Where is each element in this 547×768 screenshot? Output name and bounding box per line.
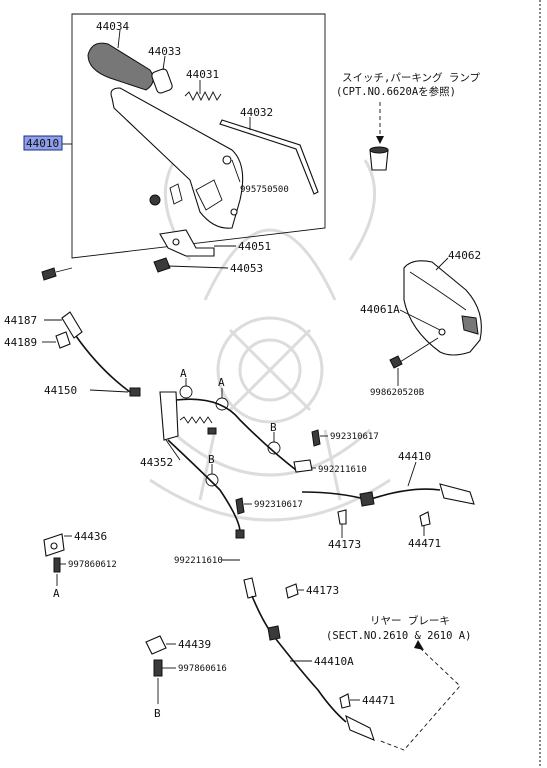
callout-44051: 44051 bbox=[238, 240, 271, 253]
callout-44031: 44031 bbox=[186, 68, 219, 81]
callout-44053: 44053 bbox=[230, 262, 263, 275]
rear-cable-44410-part: 44410 44173 44471 bbox=[301, 450, 475, 551]
ref-letter-b2: B bbox=[208, 453, 215, 466]
callout-997860616: 997860616 bbox=[178, 664, 227, 674]
release-rod-part: 44032 bbox=[219, 106, 319, 195]
ref-letter-a1: A bbox=[180, 367, 187, 380]
callout-44173-a: 44173 bbox=[328, 538, 361, 551]
callout-44010-label: 44010 bbox=[26, 137, 59, 150]
fastener-lower-group: 992310617 992211610 bbox=[174, 497, 303, 566]
screw-998620520B-part: 998620520B bbox=[370, 337, 439, 398]
callout-992211610-a: 992211610 bbox=[318, 465, 367, 475]
callout-44410: 44410 bbox=[398, 450, 431, 463]
pin-995750500-part: 995750500 bbox=[231, 159, 289, 195]
console-cover-part: 44062 44061A bbox=[360, 249, 482, 356]
ref-letter-b1: B bbox=[270, 421, 277, 434]
parking-lamp-switch-note: スイッチ,パーキング ランプ (CPT.NO.6620Aを参照) bbox=[336, 71, 481, 171]
ref-letter-a2: A bbox=[218, 376, 225, 389]
callout-44410A: 44410A bbox=[314, 655, 354, 668]
callout-44034: 44034 bbox=[96, 20, 129, 33]
callout-44471-b: 44471 bbox=[362, 694, 395, 707]
lever-grip-part: 44034 bbox=[87, 20, 154, 91]
brake-note-line2: (SECT.NO.2610 & 2610 A) bbox=[326, 630, 471, 642]
rear-cable-44410A-part: 44410A 44173 44471 bbox=[243, 577, 395, 741]
callout-44033: 44033 bbox=[148, 45, 181, 58]
rear-cable-connections: A A B B bbox=[167, 367, 297, 539]
callout-992310617-a: 992310617 bbox=[330, 432, 379, 442]
callout-44061A: 44061A bbox=[360, 303, 400, 316]
callout-44189: 44189 bbox=[4, 336, 37, 349]
fastener-upper-group: 992310617 992211610 bbox=[293, 429, 379, 475]
release-spring-part: 44031 bbox=[184, 68, 222, 102]
bolt-44053-part: 44053 bbox=[153, 257, 263, 275]
front-cable-part: 44187 44189 44150 bbox=[4, 311, 141, 397]
callout-997860612: 997860612 bbox=[68, 560, 117, 570]
ratchet-bracket-part: 44051 bbox=[159, 229, 271, 257]
callout-44173-b: 44173 bbox=[306, 584, 339, 597]
mount-bolt-part bbox=[41, 267, 73, 281]
callout-998620520B: 998620520B bbox=[370, 388, 424, 398]
callout-44439: 44439 bbox=[178, 638, 211, 651]
switch-note-line1: スイッチ,パーキング ランプ bbox=[342, 71, 481, 84]
lever-body-part bbox=[110, 87, 244, 229]
callout-44471-a: 44471 bbox=[408, 537, 441, 550]
ref-letter-b3: B bbox=[154, 707, 161, 720]
brake-note-line1: リヤー ブレーキ bbox=[370, 614, 450, 627]
ref-letter-a3: A bbox=[53, 587, 60, 600]
lever-assembly-box bbox=[62, 13, 326, 259]
rear-brake-note: リヤー ブレーキ (SECT.NO.2610 & 2610 A) bbox=[326, 614, 471, 751]
cable-bracket-44439-part: 44439 997860616 B bbox=[145, 635, 227, 720]
callout-44352: 44352 bbox=[140, 456, 173, 469]
callout-992211610-b: 992211610 bbox=[174, 556, 223, 566]
equalizer-part: 44352 bbox=[140, 391, 217, 469]
callout-44436: 44436 bbox=[74, 530, 107, 543]
switch-note-line2: (CPT.NO.6620Aを参照) bbox=[336, 85, 456, 98]
release-button-part: 44033 bbox=[148, 45, 181, 94]
callout-44062: 44062 bbox=[448, 249, 481, 262]
callout-995750500: 995750500 bbox=[240, 185, 289, 195]
callout-44010-highlighted[interactable]: 44010 bbox=[23, 135, 63, 151]
callout-44032: 44032 bbox=[240, 106, 273, 119]
callout-992310617-b: 992310617 bbox=[254, 500, 303, 510]
callout-44187: 44187 bbox=[4, 314, 37, 327]
cable-bracket-44436-part: 44436 997860612 A bbox=[43, 530, 117, 600]
callout-44150: 44150 bbox=[44, 384, 77, 397]
